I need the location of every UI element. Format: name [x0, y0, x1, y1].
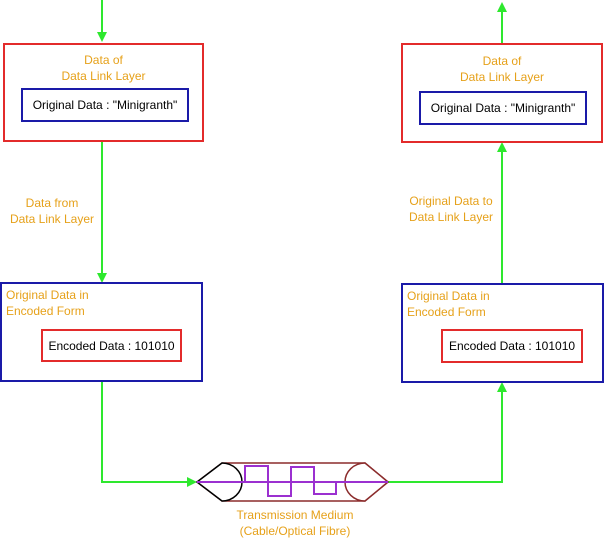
right-top-title-line2: Data Link Layer — [459, 70, 545, 84]
encoded-signal-waveform — [222, 465, 365, 497]
cable-icon — [195, 462, 390, 502]
right-bottom-title: Original Data in Encoded Form — [407, 288, 490, 320]
left-bottom-title-line2: Encoded Form — [6, 304, 85, 318]
left-bottom-title-line1: Original Data in — [6, 288, 89, 302]
right-bottom-box: Original Data in Encoded Form Encoded Da… — [401, 283, 604, 383]
arrow-medium-to-right-bottom — [388, 382, 507, 483]
right-top-box: Data of Data Link Layer Original Data : … — [401, 43, 603, 143]
right-arrow-label-line1: Original Data to — [409, 194, 493, 208]
left-arrow-label-line2: Data Link Layer — [9, 212, 95, 226]
left-top-title-line1: Data of — [84, 53, 123, 67]
left-bottom-box: Original Data in Encoded Form Encoded Da… — [0, 282, 203, 382]
left-arrow-label: Data from Data Link Layer — [0, 195, 104, 227]
transmission-medium-label-line1: Transmission Medium — [236, 508, 354, 522]
transmission-medium-label: Transmission Medium (Cable/Optical Fibre… — [210, 507, 380, 539]
right-top-title: Data of Data Link Layer — [403, 53, 601, 85]
right-arrow-label: Original Data to Data Link Layer — [398, 193, 504, 225]
arrow-left-bottom-to-medium — [101, 382, 197, 487]
right-arrow-label-line2: Data Link Layer — [408, 210, 494, 224]
left-arrow-label-line1: Data from — [25, 196, 79, 210]
left-top-box: Data of Data Link Layer Original Data : … — [3, 43, 204, 142]
right-top-title-line1: Data of — [482, 54, 522, 68]
left-top-title: Data of Data Link Layer — [5, 52, 202, 84]
transmission-medium-label-line2: (Cable/Optical Fibre) — [239, 524, 351, 538]
left-top-original-data: Original Data : "Minigranth" — [21, 88, 189, 122]
left-bottom-encoded-data: Encoded Data : 101010 — [41, 329, 182, 362]
right-bottom-title-line2: Encoded Form — [407, 305, 486, 319]
right-bottom-title-line1: Original Data in — [407, 289, 490, 303]
right-top-original-data: Original Data : "Minigranth" — [419, 91, 587, 125]
right-bottom-encoded-data: Encoded Data : 101010 — [441, 329, 583, 363]
left-top-title-line2: Data Link Layer — [61, 69, 146, 83]
left-bottom-title: Original Data in Encoded Form — [6, 287, 89, 319]
